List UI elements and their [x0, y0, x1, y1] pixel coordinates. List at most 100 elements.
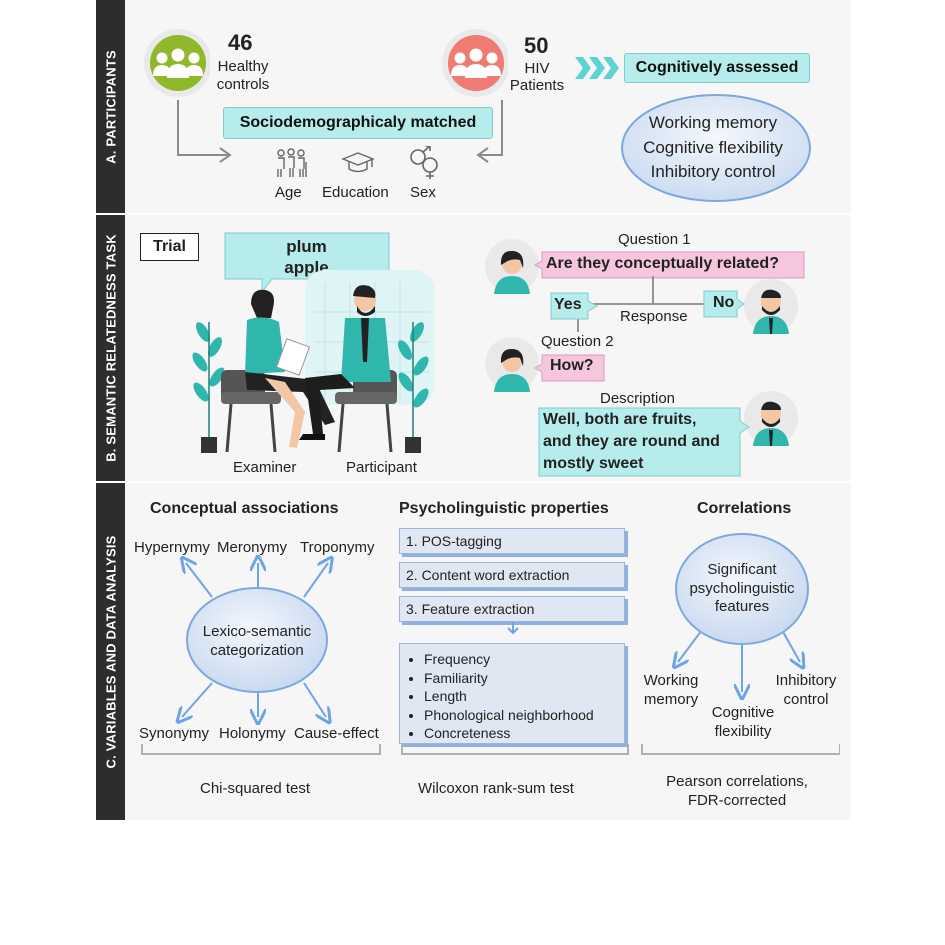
- examiner-avatar-2: [485, 337, 539, 392]
- feature-phonological-neighborhood: Phonological neighborhood: [424, 706, 624, 725]
- outcome-working-memory-line-1: Working: [643, 672, 699, 689]
- feature-arrow-icon: [507, 622, 519, 635]
- outcome-cognitive-flexibility-line-2: flexibility: [714, 723, 772, 740]
- hiv-label: HIV Patients: [503, 60, 571, 94]
- chevrons-arrow-icon: [575, 57, 619, 79]
- test-brackets: [141, 744, 840, 755]
- question-2-label: Question 2: [541, 333, 614, 350]
- step-feature-extraction: 3. Feature extraction: [399, 596, 625, 622]
- section-b-label: B. SEMANTIC RELATEDNESS TASK: [103, 234, 118, 462]
- outcome-cognitive-flexibility: Cognitive flexibility: [706, 703, 780, 741]
- test-pearson: Pearson correlations, FDR-corrected: [652, 772, 822, 810]
- step-pos-tagging: 1. POS-tagging: [399, 528, 625, 554]
- description-text: Well, both are fruits, and they are roun…: [543, 409, 720, 475]
- cognitive-domains-list: Working memory Cognitive flexibility Inh…: [628, 111, 798, 185]
- relation-synonymy: Synonymy: [139, 725, 210, 742]
- demographic-education: Education: [322, 184, 389, 201]
- conceptual-title: Conceptual associations: [150, 500, 339, 517]
- question-1-label: Question 1: [618, 231, 691, 248]
- outcome-inhibitory-control-line-1: Inhibitory: [775, 672, 837, 689]
- correlations-center-line-1: Significant: [707, 561, 777, 578]
- description-line-2: and they are round and: [543, 433, 720, 450]
- examiner-avatar-1: [485, 239, 539, 294]
- merge-arrows: [177, 100, 503, 163]
- correlations-title: Correlations: [697, 500, 792, 517]
- no-bubble: [703, 290, 745, 318]
- conceptual-center-line-2: categorization: [210, 642, 304, 659]
- examiner-participant-scene: [192, 270, 435, 453]
- question-1-text: Are they conceptually related?: [546, 255, 779, 272]
- description-line-1: Well, both are fruits,: [543, 411, 697, 428]
- cognitively-assessed-box: Cognitively assessed: [624, 53, 810, 83]
- word-1: plum: [286, 237, 327, 256]
- relation-meronymy: Meronymy: [217, 539, 288, 556]
- outcome-inhibitory-control: Inhibitory control: [770, 671, 842, 709]
- healthy-group-icon: [144, 29, 210, 97]
- outcome-working-memory-line-2: memory: [643, 691, 699, 708]
- conceptual-arrows: [160, 555, 350, 727]
- participant-label: Participant: [346, 459, 417, 476]
- demographic-sex: Sex: [410, 184, 436, 201]
- test-wilcoxon: Wilcoxon rank-sum test: [418, 780, 574, 797]
- response-label: Response: [620, 308, 688, 325]
- test-chi-squared: Chi-squared test: [200, 780, 311, 797]
- education-icon: [341, 152, 375, 173]
- hiv-label-line-2: Patients: [509, 77, 565, 94]
- domain-inhibitory-control: Inhibitory control: [650, 162, 776, 181]
- conceptual-center: Lexico-semantic categorization: [190, 622, 324, 660]
- hiv-group-icon: [442, 29, 508, 97]
- healthy-label: Healthy controls: [210, 58, 276, 94]
- domain-cognitive-flexibility: Cognitive flexibility: [643, 137, 783, 157]
- outcome-working-memory: Working memory: [640, 671, 702, 709]
- age-icon: [277, 148, 307, 177]
- domain-working-memory: Working memory: [648, 113, 778, 132]
- yes-bubble: [550, 292, 599, 320]
- feature-concreteness: Concreteness: [424, 724, 624, 743]
- correlations-center: Significant psycholinguistic features: [676, 561, 808, 617]
- yes-option: Yes: [554, 296, 582, 313]
- demographic-age: Age: [275, 184, 302, 201]
- hiv-count: 50: [524, 33, 549, 58]
- step-content-word-extraction: 2. Content word extraction: [399, 562, 625, 588]
- sex-icon: [410, 146, 438, 179]
- test-pearson-line-1: Pearson correlations,: [666, 773, 808, 790]
- feature-familiarity: Familiarity: [424, 669, 624, 688]
- healthy-label-line-1: Healthy: [217, 58, 269, 75]
- description-line-3: mostly sweet: [543, 455, 644, 472]
- relation-hypernymy: Hypernymy: [134, 539, 210, 556]
- correlations-center-line-2: psycholinguistic: [689, 579, 795, 597]
- question-1-bubble: [534, 251, 805, 279]
- trial-label: Trial: [140, 233, 199, 261]
- section-a-label: A. PARTICIPANTS: [103, 49, 118, 164]
- feature-list-box: Frequency Familiarity Length Phonologica…: [399, 643, 625, 744]
- question-2-text: How?: [550, 357, 594, 374]
- healthy-label-line-2: controls: [216, 76, 270, 93]
- relation-troponymy: Troponymy: [300, 539, 375, 556]
- outcome-inhibitory-control-line-2: control: [783, 691, 829, 708]
- feature-length: Length: [424, 687, 624, 706]
- section-c-label: C. VARIABLES AND DATA ANALYSIS: [103, 534, 118, 769]
- section-c-label-bar: C. VARIABLES AND DATA ANALYSIS: [96, 483, 125, 820]
- feature-list: Frequency Familiarity Length Phonologica…: [406, 650, 624, 743]
- healthy-count: 46: [228, 30, 253, 55]
- question-2-bubble: [534, 354, 605, 382]
- participant-avatar-2: [744, 391, 798, 446]
- cognitive-domains-ellipse: [621, 94, 811, 202]
- correlations-diagram: [662, 533, 809, 700]
- no-option: No: [713, 294, 735, 311]
- description-bubble: [538, 407, 750, 477]
- matched-box: Sociodemographicaly matched: [223, 107, 493, 139]
- section-a-label-bar: A. PARTICIPANTS: [96, 0, 125, 213]
- examiner-label: Examiner: [233, 459, 297, 476]
- participant-avatar-1: [744, 279, 798, 334]
- section-b-label-bar: B. SEMANTIC RELATEDNESS TASK: [96, 215, 125, 481]
- outcome-cognitive-flexibility-line-1: Cognitive: [711, 704, 775, 721]
- conceptual-center-line-1: Lexico-semantic: [202, 623, 312, 640]
- psycholinguistic-title: Psycholinguistic properties: [399, 500, 609, 517]
- hiv-label-line-1: HIV: [524, 60, 550, 77]
- feature-frequency: Frequency: [424, 650, 624, 669]
- description-label: Description: [600, 390, 676, 407]
- correlations-center-line-3: features: [714, 598, 770, 615]
- test-pearson-line-2: FDR-corrected: [687, 792, 787, 809]
